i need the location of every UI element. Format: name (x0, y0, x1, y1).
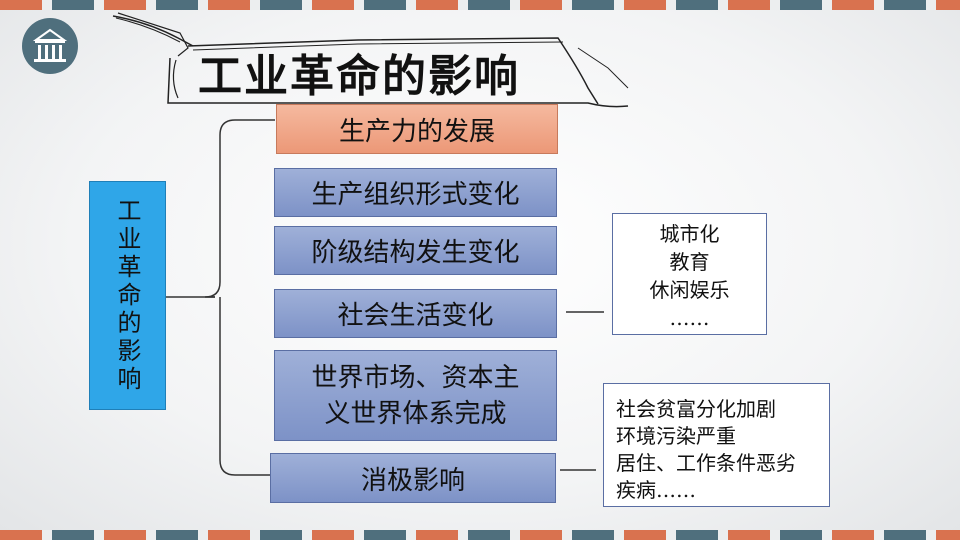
stripe-segment (156, 530, 198, 540)
stripe-segment (312, 530, 354, 540)
stripe-segment (104, 530, 146, 540)
stripe-segment (884, 0, 926, 10)
stripe-segment (468, 530, 510, 540)
productivity-label: 生产力的发展 (338, 116, 495, 147)
stripe-segment (52, 0, 94, 10)
social-life-label: 社会生活变化 (337, 301, 494, 331)
stripe-segment (572, 530, 614, 540)
production-organization-box: 生产组织形式变化 (274, 168, 557, 217)
stripe-segment (728, 530, 770, 540)
stripe-segment (936, 530, 960, 540)
stripe-segment (416, 530, 458, 540)
stripe-segment (416, 0, 458, 10)
stripe-segment (0, 0, 42, 10)
world-market-label-line2: 义世界体系完成 (324, 398, 507, 429)
page-title: 工业革命的影响 (198, 51, 520, 102)
logo-badge (22, 18, 78, 74)
note-item: 城市化 (659, 222, 720, 246)
stripe-segment (520, 0, 562, 10)
note-item: 休闲娱乐 (649, 278, 730, 302)
stripe-segment (624, 530, 666, 540)
world-market-label-line1: 世界市场、资本主 (311, 362, 520, 393)
stripe-segment (468, 0, 510, 10)
stripe-segment (832, 0, 874, 10)
note-item: 疾病…… (616, 478, 696, 502)
negative-impact-box: 消极影响 (270, 453, 556, 503)
stripe-segment (572, 0, 614, 10)
class-structure-box: 阶级结构发生变化 (274, 226, 557, 275)
production-organization-label: 生产组织形式变化 (311, 180, 520, 210)
top-stripe (0, 0, 960, 10)
stripe-segment (260, 530, 302, 540)
stripe-segment (676, 530, 718, 540)
stripe-segment (832, 530, 874, 540)
title-banner (112, 12, 629, 108)
stripe-segment (0, 530, 42, 540)
stripe-segment (104, 0, 146, 10)
impact-label: 工业革命的影响 (113, 197, 141, 394)
productivity-box: 生产力的发展 (276, 104, 558, 154)
class-structure-label: 阶级结构发生变化 (311, 238, 520, 268)
social-life-box: 社会生活变化 (274, 289, 557, 338)
world-market-box: 世界市场、资本主 义世界体系完成 (274, 350, 557, 441)
stripe-segment (780, 530, 822, 540)
note-item: 环境污染严重 (616, 424, 736, 448)
stripe-segment (676, 0, 718, 10)
stripe-segment (520, 530, 562, 540)
stripe-segment (312, 0, 354, 10)
note-item: 社会贫富分化加剧 (616, 397, 776, 421)
impact-label-box: 工业革命的影响 (89, 181, 166, 410)
pavilion-icon (32, 28, 68, 62)
social-life-note: 城市化 教育 休闲娱乐 …… (612, 213, 767, 335)
stripe-segment (156, 0, 198, 10)
negative-impact-note: 社会贫富分化加剧 环境污染严重 居住、工作条件恶劣 疾病…… (603, 383, 830, 507)
stripe-segment (624, 0, 666, 10)
stripe-segment (260, 0, 302, 10)
stripe-segment (884, 530, 926, 540)
note-item: 居住、工作条件恶劣 (616, 451, 796, 475)
stripe-segment (780, 0, 822, 10)
stripe-segment (364, 530, 406, 540)
negative-impact-label: 消极影响 (360, 465, 465, 496)
stripe-segment (936, 0, 960, 10)
stripe-segment (208, 0, 250, 10)
note-item: …… (669, 306, 710, 330)
stripe-segment (208, 530, 250, 540)
stripe-segment (364, 0, 406, 10)
stripe-segment (52, 530, 94, 540)
bottom-stripe (0, 530, 960, 540)
note-item: 教育 (669, 250, 710, 274)
stripe-segment (728, 0, 770, 10)
